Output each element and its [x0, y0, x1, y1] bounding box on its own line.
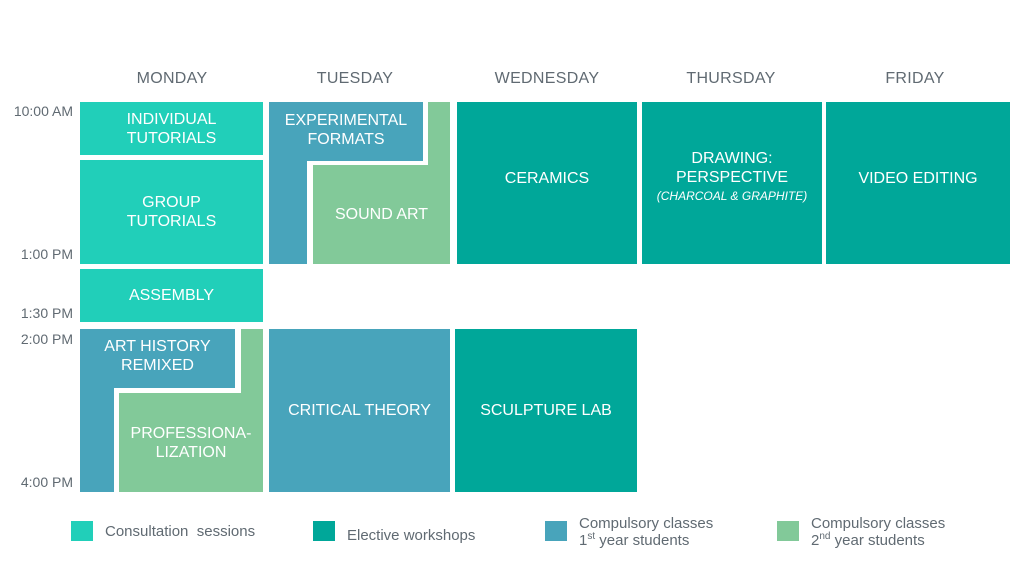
block-label: SCULPTURE LAB — [480, 402, 612, 419]
legend-line-rest: year students — [595, 532, 690, 549]
block-label: CERAMICS — [504, 169, 590, 187]
block-label-line: REMIXED — [121, 357, 194, 374]
block-art-history-remixed-leg — [80, 388, 114, 492]
block-critical-theory: CRITICAL THEORY — [269, 329, 450, 492]
block-art-history-remixed: ART HISTORY REMIXED — [80, 329, 235, 388]
block-sound-art: SOUND ART — [313, 165, 450, 264]
legend-swatch-first-year — [545, 521, 567, 541]
block-assembly: ASSEMBLY — [80, 269, 263, 322]
legend-line: Compulsory classes — [811, 515, 946, 532]
block-professionalization-bar — [241, 329, 263, 393]
time-label-1400: 2:00 PM — [20, 331, 73, 347]
legend-label-elective: Elective workshops — [347, 527, 476, 544]
block-label-line: DRAWING: — [691, 150, 773, 167]
legend-line: Compulsory classes — [579, 515, 714, 532]
block-group-tutorials: GROUP TUTORIALS — [80, 160, 263, 264]
block-label-line: PROFESSIONA- — [130, 424, 252, 442]
block-experimental-formats-leg — [269, 161, 307, 264]
day-header-friday: FRIDAY — [885, 70, 945, 87]
block-video-editing: VIDEO EDITING — [826, 102, 1010, 264]
block-label: VIDEO EDITING — [858, 169, 978, 187]
time-label-1600: 4:00 PM — [20, 474, 73, 490]
block-label-line: EXPERIMENTAL — [284, 112, 408, 129]
day-header-thursday: THURSDAY — [686, 70, 776, 87]
block-label-group: DRAWING: PERSPECTIVE (CHARCOAL & GRAPHIT… — [657, 149, 807, 205]
legend-line: 1st year students — [579, 531, 713, 550]
legend-ordinal: 2 — [811, 532, 820, 549]
block-label-line: PERSPECTIVE — [675, 169, 789, 186]
block-label: SOUND ART — [334, 206, 429, 223]
time-label-1000: 10:00 AM — [13, 103, 73, 119]
legend-ordinal-suffix: st — [587, 531, 596, 542]
legend-ordinal: 1 — [579, 532, 588, 549]
legend-swatch-second-year — [777, 521, 799, 541]
block-label-line: INDIVIDUAL — [126, 110, 217, 128]
block-ceramics: CERAMICS — [457, 102, 637, 264]
block-individual-tutorials: INDIVIDUAL TUTORIALS — [80, 102, 263, 155]
day-header-wednesday: WEDNESDAY — [494, 70, 600, 87]
block-label-line: LIZATION — [155, 443, 227, 461]
block-label-line: GROUP — [142, 194, 201, 211]
day-header-monday: MONDAY — [136, 70, 208, 87]
block-sublabel: (CHARCOAL & GRAPHITE) — [656, 189, 808, 203]
block-experimental-formats: EXPERIMENTAL FORMATS — [269, 102, 423, 161]
block-drawing-perspective: DRAWING: PERSPECTIVE (CHARCOAL & GRAPHIT… — [642, 102, 822, 264]
legend-line: 2nd year students — [811, 531, 945, 550]
legend-line-rest: year students — [830, 532, 925, 549]
block-label-line: FORMATS — [307, 131, 385, 148]
legend-swatch-elective — [313, 521, 335, 541]
legend-label-consultation: Consultation sessions — [105, 523, 256, 540]
block-label-line: TUTORIALS — [126, 129, 217, 147]
block-label-line: ART HISTORY — [104, 338, 211, 355]
time-label-1300: 1:00 PM — [20, 246, 73, 262]
block-label: CRITICAL THEORY — [288, 402, 431, 419]
block-label-line: TUTORIALS — [126, 213, 217, 230]
block-sculpture-lab: SCULPTURE LAB — [455, 329, 637, 492]
block-sound-art-bar — [428, 102, 450, 165]
legend-swatch-consultation — [71, 521, 93, 541]
block-professionalization: PROFESSIONA- LIZATION — [119, 393, 263, 492]
time-label-1330: 1:30 PM — [20, 305, 73, 321]
day-header-tuesday: TUESDAY — [316, 70, 394, 87]
legend-label-first-year: Compulsory classes 1st year students — [579, 515, 713, 549]
legend-label-second-year: Compulsory classes 2nd year students — [811, 515, 945, 549]
legend-ordinal-suffix: nd — [819, 531, 831, 542]
block-label: ASSEMBLY — [128, 287, 215, 304]
